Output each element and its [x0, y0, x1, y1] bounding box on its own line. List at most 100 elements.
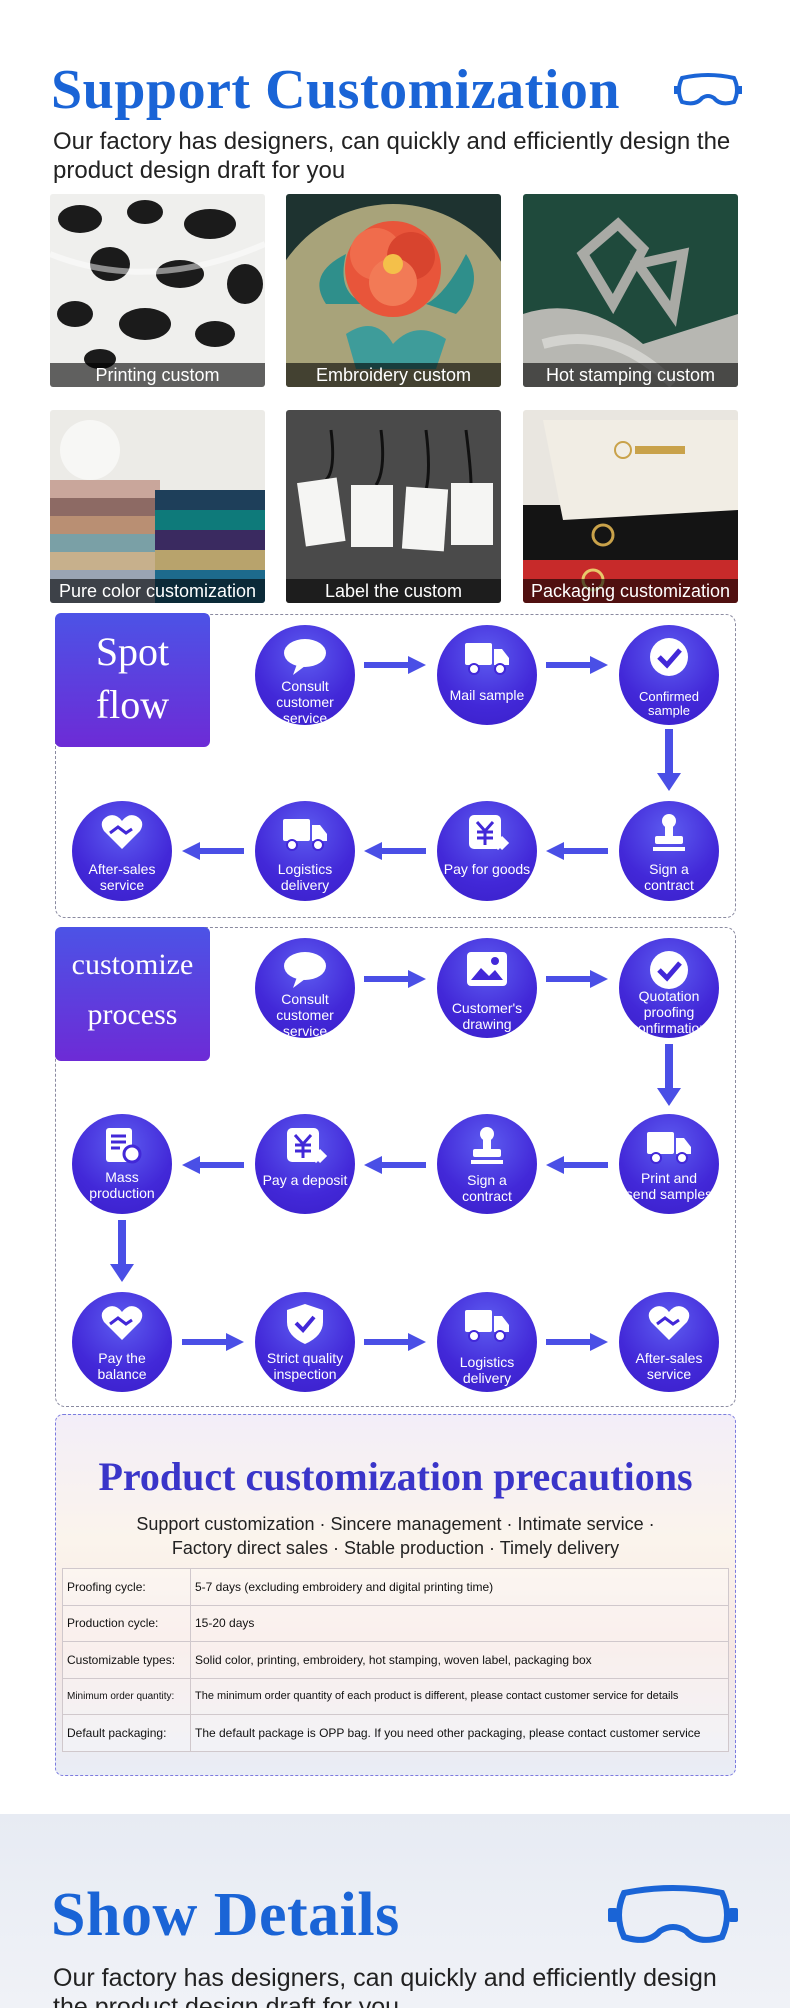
process-step-label: Sign a contract	[462, 1172, 512, 1204]
process-step-label: Quotation proofing confirmation	[630, 988, 708, 1036]
goggles-icon	[608, 1885, 738, 1943]
process-step: Pay a deposit	[255, 1114, 355, 1214]
process-step: Logistics delivery	[437, 1292, 537, 1392]
details-section	[0, 1814, 790, 2008]
arrow-right-icon	[546, 970, 608, 988]
process-step: Strict quality inspection	[255, 1292, 355, 1392]
flow-step-label: Pay for goods	[443, 861, 531, 877]
flow-step-label: Logistics delivery	[277, 861, 333, 893]
hot-stamping-fabric-image	[523, 194, 738, 387]
flow-step: Logistics delivery	[255, 801, 355, 901]
gallery-embroidery: Embroidery custom	[286, 194, 501, 387]
embroidery-flower-image	[286, 194, 501, 387]
check-circle-icon	[650, 951, 688, 989]
table-row: Production cycle: 15-20 days	[62, 1604, 729, 1642]
arrow-left-icon	[546, 1156, 608, 1174]
precautions-line: Support customization · Sincere manageme…	[136, 1514, 655, 1534]
flow-step: Confirmed sample	[619, 625, 719, 725]
gallery-caption: Hot stamping custom	[523, 363, 738, 387]
process-step-label: Consult customer service	[276, 991, 334, 1038]
arrow-down-icon	[657, 1044, 681, 1106]
handshake-heart-icon	[101, 1306, 143, 1340]
arrow-down-icon	[110, 1220, 134, 1282]
process-step-label: After-sales service	[635, 1350, 703, 1382]
chat-bubble-icon	[284, 639, 326, 675]
check-circle-icon	[650, 638, 688, 676]
precautions-title: Product customization precautions	[98, 1454, 693, 1499]
flow-step: Pay for goods	[437, 801, 537, 901]
tag-line: flow	[95, 682, 170, 727]
satin-stack-image	[50, 410, 265, 603]
truck-icon	[647, 1132, 691, 1164]
document-gear-icon	[106, 1128, 142, 1164]
arrow-left-icon	[182, 842, 244, 860]
custom-process-tag: customize process	[55, 927, 210, 1061]
details-subtitle: the product design draft for you	[53, 1993, 400, 2008]
spot-flow-tag: Spot flow	[55, 613, 210, 747]
details-title: Show Details	[51, 1881, 400, 1949]
process-step: Sign a contract	[437, 1114, 537, 1214]
flow-step-label: Confirmed sample	[639, 689, 699, 718]
arrow-left-icon	[182, 1156, 244, 1174]
flow-step-label: Mail sample	[449, 687, 525, 703]
table-row: Minimum order quantity: The minimum orde…	[62, 1677, 729, 1715]
truck-icon	[283, 819, 327, 851]
handshake-heart-icon	[101, 815, 143, 849]
truck-icon	[465, 643, 509, 675]
row-value: Solid color, printing, embroidery, hot s…	[190, 1641, 729, 1679]
process-step: Pay the balance	[72, 1292, 172, 1392]
handshake-heart-icon	[648, 1306, 690, 1340]
gallery-caption: Packaging customization	[523, 579, 738, 603]
process-step-label: Customer's drawing	[451, 1000, 523, 1032]
arrow-right-icon	[182, 1333, 244, 1351]
row-value: 5-7 days (excluding embroidery and digit…	[190, 1568, 729, 1606]
process-step: Customer's drawing	[437, 938, 537, 1038]
arrow-down-icon	[657, 729, 681, 791]
precautions-table: Proofing cycle: 5-7 days (excluding embr…	[62, 1568, 729, 1752]
arrow-right-icon	[364, 970, 426, 988]
image-icon	[467, 952, 507, 986]
gallery-caption: Pure color customization	[50, 579, 265, 603]
packaging-boxes-image	[523, 410, 738, 603]
flow-step: Mail sample	[437, 625, 537, 725]
precautions-panel: Product customization precautions Suppor…	[55, 1414, 736, 1776]
stamp-icon	[471, 1127, 503, 1164]
gallery-caption: Printing custom	[50, 363, 265, 387]
goggles-icon	[674, 73, 742, 106]
hang-tags-image	[286, 410, 501, 603]
details-subtitle: Our factory has designers, can quickly a…	[53, 1964, 717, 1992]
gallery-label: Label the custom	[286, 410, 501, 603]
process-step-label: Print and send samples	[625, 1170, 713, 1202]
custom-process-panel	[55, 927, 736, 1407]
row-key: Default packaging:	[62, 1714, 191, 1752]
flow-step-label: Consult customer service	[276, 678, 334, 725]
gallery-packaging: Packaging customization	[523, 410, 738, 603]
flow-step: Consult customer service	[255, 625, 355, 725]
gallery-caption: Embroidery custom	[286, 363, 501, 387]
row-key: Minimum order quantity:	[62, 1677, 191, 1715]
arrow-right-icon	[364, 656, 426, 674]
cow-print-fabric-image	[50, 194, 265, 387]
row-key: Production cycle:	[62, 1604, 191, 1642]
table-row: Proofing cycle: 5-7 days (excluding embr…	[62, 1568, 729, 1606]
page-title: Support Customization	[51, 59, 621, 121]
arrow-left-icon	[364, 842, 426, 860]
process-step-label: Pay a deposit	[262, 1172, 348, 1188]
flow-step-label: After-sales service	[88, 861, 156, 893]
flow-step: Sign a contract	[619, 801, 719, 901]
yuan-payment-icon	[469, 815, 509, 851]
table-row: Customizable types: Solid color, printin…	[62, 1641, 729, 1679]
tag-line: customize	[71, 948, 194, 981]
process-step: Consult customer service	[255, 938, 355, 1038]
spot-flow-panel	[55, 614, 736, 918]
arrow-right-icon	[546, 1333, 608, 1351]
gallery-pure-color: Pure color customization	[50, 410, 265, 603]
table-row: Default packaging: The default package i…	[62, 1714, 729, 1752]
stamp-icon	[653, 814, 685, 851]
arrow-right-icon	[364, 1333, 426, 1351]
gallery-printing: Printing custom	[50, 194, 265, 387]
row-value: The default package is OPP bag. If you n…	[190, 1714, 729, 1752]
process-step: Print and send samples	[619, 1114, 719, 1214]
process-step-label: Strict quality inspection	[266, 1350, 344, 1382]
process-step: Quotation proofing confirmation	[619, 938, 719, 1038]
